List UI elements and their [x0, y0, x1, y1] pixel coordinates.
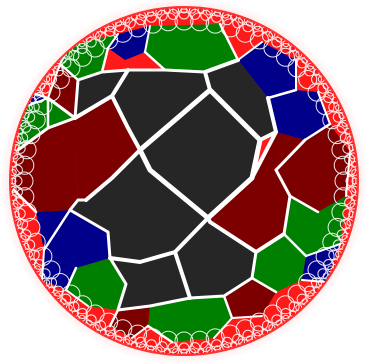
tile-group	[10, 7, 358, 355]
